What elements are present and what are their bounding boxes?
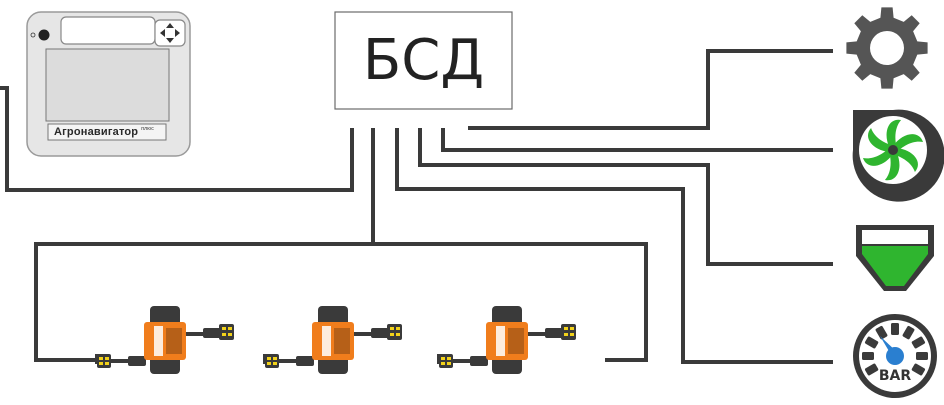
fan-icon xyxy=(852,109,944,202)
fan-blade xyxy=(893,148,918,172)
gauge-tick xyxy=(862,352,874,360)
controller-box xyxy=(334,11,513,110)
gauge-tick xyxy=(911,336,926,349)
wire-sensor-bus xyxy=(34,128,648,362)
gauge-tick xyxy=(864,336,879,349)
sensor-module xyxy=(263,306,402,374)
sensor-module xyxy=(437,306,576,374)
gauge-tick xyxy=(875,325,888,340)
gauge-tick xyxy=(902,325,915,340)
wire-gauge xyxy=(395,128,833,364)
fan-blade xyxy=(893,134,923,152)
wiring xyxy=(0,49,833,364)
gauge-tick xyxy=(864,363,879,376)
hopper-icon xyxy=(856,225,934,291)
fan-blade xyxy=(863,148,893,166)
pressure-gauge-icon xyxy=(853,314,937,398)
gear-icon xyxy=(846,7,928,89)
gauge-tick xyxy=(891,323,899,335)
navigator-device xyxy=(26,11,191,157)
wire-fan xyxy=(441,128,833,152)
wire-gear xyxy=(468,49,833,130)
wire-navigator xyxy=(0,86,354,192)
sensor-module xyxy=(95,306,234,374)
fan-blade xyxy=(884,152,900,181)
fan-blade xyxy=(868,128,893,152)
fan-blade xyxy=(886,119,902,148)
sensor-group xyxy=(95,306,576,374)
gauge-tick xyxy=(916,352,928,360)
wire-hopper xyxy=(418,128,833,266)
gauge-tick xyxy=(911,363,926,376)
